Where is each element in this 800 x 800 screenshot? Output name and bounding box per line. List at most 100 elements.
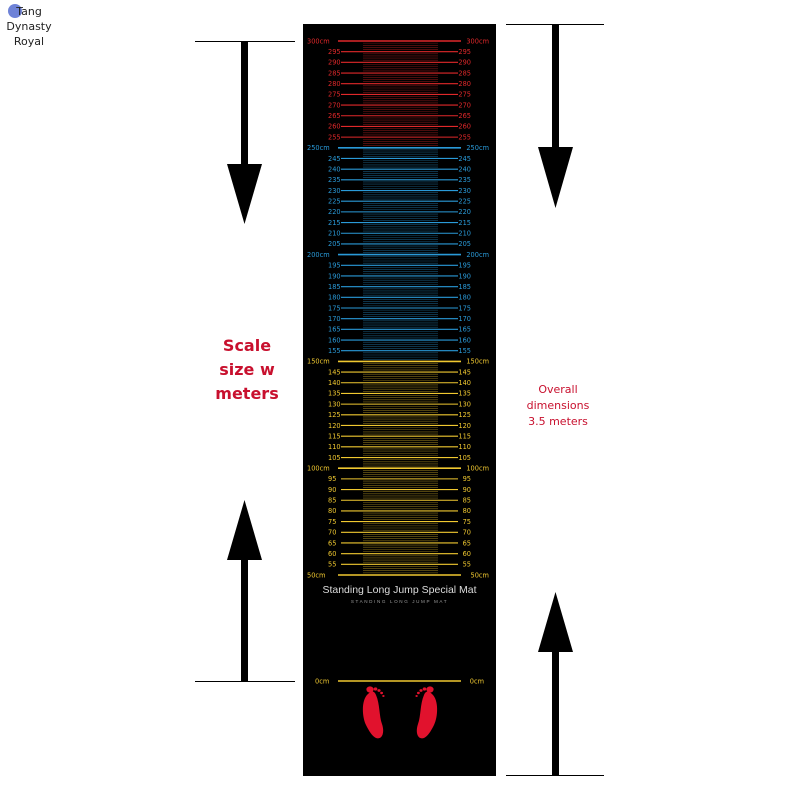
scale-label-right: 270 bbox=[458, 101, 471, 109]
scale-label-left: 150cm bbox=[307, 358, 330, 366]
scale-label-left: 160 bbox=[328, 336, 341, 344]
scale-label-left: 175 bbox=[328, 304, 341, 312]
scale-label-right: 280 bbox=[458, 80, 471, 88]
scale-arrow-up bbox=[227, 500, 262, 681]
scale-label-left: 165 bbox=[328, 326, 341, 334]
overall-arrow-up bbox=[538, 592, 573, 775]
scale-label-right: 140 bbox=[458, 379, 471, 387]
scale-label-right: 295 bbox=[458, 48, 471, 56]
scale-label-left: 235 bbox=[328, 176, 341, 184]
scale-label-right: 135 bbox=[458, 390, 471, 398]
scale-label-left: 75 bbox=[328, 518, 336, 526]
scale-label-left: 50cm bbox=[307, 571, 325, 579]
scale-label-right: 180 bbox=[458, 294, 471, 302]
scale-label-left: 145 bbox=[328, 368, 341, 376]
scale-arrow-down bbox=[227, 41, 262, 224]
scale-label-right: 300cm bbox=[466, 37, 489, 45]
scale-label-right: 150cm bbox=[466, 358, 489, 366]
brand-logo: Tang Dynasty Royal bbox=[0, 4, 58, 49]
scale-label-right: 170 bbox=[458, 315, 471, 323]
scale-size-label: Scale size w meters bbox=[215, 336, 279, 403]
scale-label-right: 155 bbox=[458, 347, 471, 355]
scale-label-left: 140 bbox=[328, 379, 341, 387]
scale-label-right: 85 bbox=[463, 497, 471, 505]
scale-label-right: 60 bbox=[463, 550, 471, 558]
scale-label-right: 195 bbox=[458, 262, 471, 270]
scale-label-left: 90 bbox=[328, 486, 336, 494]
scale-label-right: 125 bbox=[458, 411, 471, 419]
scale-label-right: 275 bbox=[458, 91, 471, 99]
scale-label-left: 250cm bbox=[307, 144, 330, 152]
scale-label-left: 120 bbox=[328, 422, 341, 430]
scale-label-left: 240 bbox=[328, 165, 341, 173]
scale-label-left: 275 bbox=[328, 91, 341, 99]
scale-label-right: 190 bbox=[458, 272, 471, 280]
scale-label-left: 155 bbox=[328, 347, 341, 355]
scale-label-right: 145 bbox=[458, 368, 471, 376]
scale-label-left: 205 bbox=[328, 240, 341, 248]
scale-label-left: 100cm bbox=[307, 465, 330, 473]
scale-label-left: 65 bbox=[328, 539, 336, 547]
scale-label-left: 300cm bbox=[307, 37, 330, 45]
scale-label-left: 215 bbox=[328, 219, 341, 227]
scale-label-left: 220 bbox=[328, 208, 341, 216]
scale-label-left: 115 bbox=[328, 432, 341, 440]
scale-label-right: 285 bbox=[458, 69, 471, 77]
scale-label-right: 225 bbox=[458, 198, 471, 206]
scale-label-left: 95 bbox=[328, 475, 336, 483]
scale-label-right: 160 bbox=[458, 336, 471, 344]
scale-label-right: 210 bbox=[458, 230, 471, 238]
scale-label-right: 245 bbox=[458, 155, 471, 163]
scale-label-left: 170 bbox=[328, 315, 341, 323]
scale-label-left: 195 bbox=[328, 262, 341, 270]
scale-label-right: 100cm bbox=[466, 465, 489, 473]
scale-label-left: 225 bbox=[328, 198, 341, 206]
scale-label-right: 95 bbox=[463, 475, 471, 483]
scale-label-left: 55 bbox=[328, 561, 336, 569]
scale-label-right: 255 bbox=[458, 133, 471, 141]
scale-label-left: 285 bbox=[328, 69, 341, 77]
scale-label-left: 200cm bbox=[307, 251, 330, 259]
scale-label-right: 115 bbox=[458, 432, 471, 440]
scale-label-right: 120 bbox=[458, 422, 471, 430]
overall-arrow-down bbox=[538, 24, 573, 208]
scale-label-right: 265 bbox=[458, 112, 471, 120]
scale-label-left: 185 bbox=[328, 283, 341, 291]
brand-name-line2: Royal bbox=[13, 35, 45, 48]
scale-label-left: 70 bbox=[328, 529, 336, 537]
overall-bottom-guide bbox=[506, 775, 604, 776]
start-label-right: 0cm bbox=[470, 677, 484, 685]
scale-label-right: 240 bbox=[458, 165, 471, 173]
scale-label-right: 65 bbox=[463, 539, 471, 547]
scale-label-left: 125 bbox=[328, 411, 341, 419]
scale-label-right: 50cm bbox=[471, 571, 489, 579]
mat-subtitle: STANDING LONG JUMP MAT bbox=[351, 599, 448, 604]
scale-label-right: 235 bbox=[458, 176, 471, 184]
scale-label-left: 135 bbox=[328, 390, 341, 398]
footprint-icon-right bbox=[415, 686, 438, 739]
scale-label-left: 110 bbox=[328, 443, 341, 451]
scale-label-left: 230 bbox=[328, 187, 341, 195]
scale-label-right: 70 bbox=[463, 529, 471, 537]
scale-label-left: 255 bbox=[328, 133, 341, 141]
scale-label-left: 60 bbox=[328, 550, 336, 558]
scale-label-left: 270 bbox=[328, 101, 341, 109]
scale-label-right: 55 bbox=[463, 561, 471, 569]
scale-label-right: 175 bbox=[458, 304, 471, 312]
scale-label-left: 265 bbox=[328, 112, 341, 120]
scale-label-right: 185 bbox=[458, 283, 471, 291]
scale-label-right: 105 bbox=[458, 454, 471, 462]
footprint-icon-left bbox=[362, 686, 385, 739]
scale-label-right: 250cm bbox=[466, 144, 489, 152]
scale-label-left: 80 bbox=[328, 507, 336, 515]
scale-label-right: 75 bbox=[463, 518, 471, 526]
scale-label-left: 190 bbox=[328, 272, 341, 280]
scale-label-right: 80 bbox=[463, 507, 471, 515]
scale-label-right: 230 bbox=[458, 187, 471, 195]
scale-label-left: 245 bbox=[328, 155, 341, 163]
logo-icon bbox=[8, 4, 22, 18]
scale-label-right: 215 bbox=[458, 219, 471, 227]
